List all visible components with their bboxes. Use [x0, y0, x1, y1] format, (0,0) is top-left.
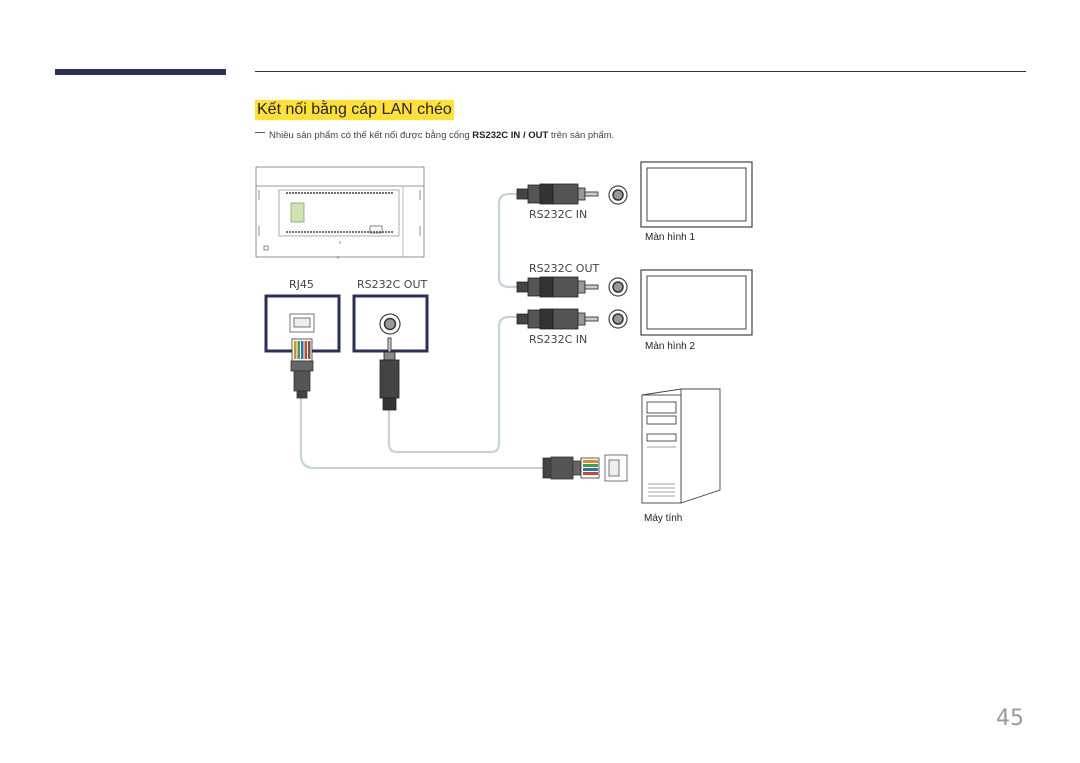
note-bold-out: OUT [528, 130, 549, 141]
label-rs232c-out: RS232C OUT [529, 262, 600, 275]
computer-tower-icon [641, 388, 721, 504]
note-text: Nhiều sản phẩm có thể kết nối được bằng … [255, 130, 614, 142]
label-monitor-1: Màn hình 1 [645, 232, 696, 243]
lan-plug-computer [542, 456, 600, 480]
page-number: 45 [996, 706, 1024, 731]
rs232c-in-plug-1 [516, 183, 599, 205]
cable-lan-crossover [299, 398, 543, 470]
rs232c-out-jack [608, 277, 628, 297]
note-bold-rs232c-in: RS232C IN [472, 130, 521, 141]
rs232c-out-jack-icon [379, 313, 401, 335]
rs232c-out-plug [516, 276, 599, 298]
note-prefix: Nhiều sản phẩm có thể kết nối được bằng … [269, 130, 473, 141]
computer-lan-port-icon [604, 454, 628, 482]
cables [299, 192, 543, 470]
label-rs232c-in-2: RS232C IN [529, 333, 588, 346]
monitor-2-icon [640, 269, 753, 336]
rs232c-in-jack-1 [608, 185, 628, 205]
header-accent-bar [55, 69, 226, 75]
label-rj45: RJ45 [289, 278, 314, 291]
rs232c-in-plug-2 [516, 308, 599, 330]
cable-rs232c-out-to-chain [387, 315, 517, 454]
cable-chain-loop [497, 192, 517, 289]
monitor-1-icon [640, 161, 753, 228]
note-dash [255, 131, 265, 133]
header-rule [255, 71, 1026, 72]
rj45-port-icon [289, 313, 315, 333]
label-rs232c-in-1: RS232C IN [529, 208, 588, 221]
stereo-plug-rs232c-out [379, 337, 400, 411]
label-rs232c-out-back: RS232C OUT [357, 278, 428, 291]
lan-plug-left [290, 338, 314, 399]
label-computer: Máy tính [644, 513, 683, 524]
section-title: Kết nối bằng cáp LAN chéo [255, 100, 454, 120]
note-suffix: trên sản phẩm. [548, 130, 615, 141]
display-back-panel [255, 166, 425, 259]
note-separator: / [520, 130, 529, 141]
label-monitor-2: Màn hình 2 [645, 341, 696, 352]
rs232c-in-jack-2 [608, 309, 628, 329]
